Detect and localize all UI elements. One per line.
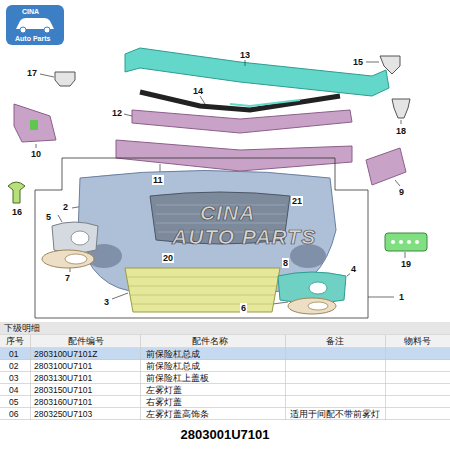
logo-text: Auto Parts xyxy=(15,35,50,43)
callout-number: 16 xyxy=(11,207,23,217)
table-cell: 2803250U7103 xyxy=(34,408,92,420)
part-number-footer: 2803001U7101 xyxy=(181,427,270,442)
column-header: 序号 xyxy=(6,335,24,347)
callout-number: 12 xyxy=(111,108,123,118)
table-cell: 左雾灯盖 xyxy=(146,384,182,396)
callout-number: 9 xyxy=(398,187,405,197)
table-cell: 03 xyxy=(9,372,18,384)
table-cell: 前保险杠总成 xyxy=(146,348,200,360)
callout-number: 19 xyxy=(400,259,412,269)
table-cell: 适用于间配不带前雾灯 xyxy=(290,408,380,420)
column-header: 配件名称 xyxy=(192,335,228,347)
table-cell: 2803130U7101 xyxy=(34,372,92,384)
callout-number: 1 xyxy=(398,292,405,302)
table-cell: 04 xyxy=(9,384,18,396)
table-cell: 2803150U7101 xyxy=(34,384,92,396)
table-cell: 2803160U7101 xyxy=(34,396,92,408)
callout-number: 15 xyxy=(352,57,364,67)
upper-bracket xyxy=(132,110,352,133)
table-cell: 06 xyxy=(9,408,18,420)
trim-ring xyxy=(288,298,336,314)
callout-number: 11 xyxy=(152,175,164,185)
lamp xyxy=(385,233,427,251)
logo-badge xyxy=(6,5,64,45)
column-header: 物料号 xyxy=(404,335,431,347)
callout-number: 14 xyxy=(192,86,204,96)
callout-number: 2 xyxy=(62,202,69,212)
table-header-bar xyxy=(0,335,450,347)
table-cell: 前保险杠总成 xyxy=(146,360,200,372)
table-cell: 2803100U7101Z xyxy=(34,348,97,360)
lower-grille xyxy=(125,268,280,312)
table-cell: 05 xyxy=(9,396,18,408)
selected-row xyxy=(0,348,450,360)
table-caption-bar xyxy=(0,322,450,334)
table-cell: 左雾灯盖高饰条 xyxy=(146,408,209,420)
table-cell: 前保险杠上盖板 xyxy=(146,372,209,384)
callout-number: 20 xyxy=(162,253,174,263)
lower-bracket xyxy=(116,140,352,171)
side-bracket xyxy=(14,104,56,142)
clip xyxy=(55,72,75,86)
column-header: 配件编号 xyxy=(68,335,104,347)
clip xyxy=(392,99,410,118)
fog-cover xyxy=(52,222,98,253)
callout-number: 3 xyxy=(103,297,110,307)
callout-number: 13 xyxy=(239,50,251,60)
callout-number: 18 xyxy=(395,126,407,136)
trim-ring xyxy=(42,250,94,268)
table-caption: 下级明细 xyxy=(4,322,40,334)
table-cell: 02 xyxy=(9,360,18,372)
table-cell: 2803100U7101 xyxy=(34,360,92,372)
watermark: AUTO PARTS xyxy=(172,226,316,248)
callout-number: 8 xyxy=(282,258,289,268)
callout-number: 21 xyxy=(291,196,303,206)
callout-number: 5 xyxy=(45,212,52,222)
seal-strip xyxy=(140,92,340,110)
watermark: CINA xyxy=(200,202,255,224)
table-cell: 01 xyxy=(9,348,18,360)
impact-beam xyxy=(125,48,389,96)
column-header: 备注 xyxy=(326,335,344,347)
assembly-outline xyxy=(35,158,368,318)
clip xyxy=(8,182,25,203)
clip xyxy=(380,56,400,74)
table-cell: 右雾灯盖 xyxy=(146,396,182,408)
callout-number: 6 xyxy=(240,303,247,313)
callout-number: 7 xyxy=(64,273,71,283)
callout-number: 10 xyxy=(30,149,42,159)
callout-number: 17 xyxy=(26,68,38,78)
side-bracket xyxy=(366,148,406,185)
table-grid xyxy=(0,335,450,421)
callout-number: 4 xyxy=(350,264,357,274)
logo-text: CINA xyxy=(22,8,39,16)
